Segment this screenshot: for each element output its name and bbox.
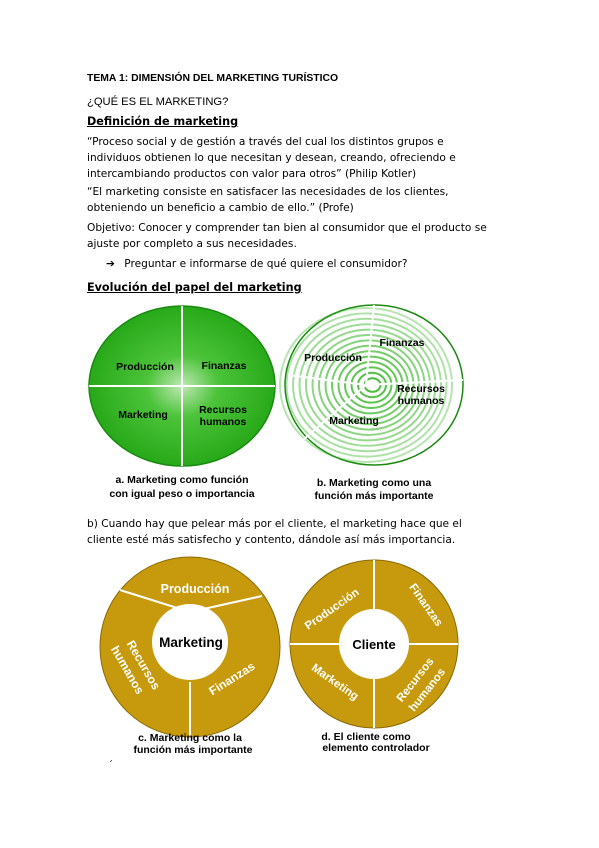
stripe-ring [318, 339, 420, 431]
label-finanzas: Finanzas [202, 360, 247, 372]
label-humanos: humanos [200, 416, 247, 428]
caption-c-line2: función más importante [133, 744, 252, 756]
text-line: “El marketing consiste en satisfacer las… [87, 186, 449, 198]
text-line: ajuste por completo a sus necesidades. [87, 238, 297, 251]
label-recursos: Recursos [397, 383, 445, 395]
heading-definition: Definición de marketing [87, 115, 239, 128]
definition-kotler: “Proceso social y de gestión a través de… [87, 134, 507, 183]
objective-paragraph: Objetivo: Conocer y comprender tan bien … [87, 220, 507, 252]
center-marketing: Marketing [159, 635, 223, 650]
stripe-ring [344, 361, 398, 409]
caption-d-line2: elemento controlador [322, 742, 429, 754]
caption-a-line1: a. Marketing como función [115, 474, 248, 486]
label-marketing: Marketing [118, 409, 168, 421]
text-line: b) Cuando hay que pelear más por el clie… [87, 518, 462, 530]
label-marketing: Marketing [329, 415, 379, 427]
diagram-a: Producción Finanzas Marketing Recursos h… [88, 305, 276, 500]
caption-b-line1: b. Marketing como una [317, 477, 432, 489]
arrow-icon: ➔ [106, 258, 115, 270]
label-produccion: Producción [116, 361, 174, 373]
label-produccion: Producción [304, 352, 362, 364]
diagram-b: Producción Finanzas Recursos humanos Mar… [279, 304, 464, 502]
heading-evolution: Evolución del papel del marketing [87, 281, 302, 294]
stripe-ring [305, 328, 431, 442]
stripe-ring [279, 307, 453, 463]
stripe-ring [292, 317, 442, 453]
caption-a-line2: con igual peso o importancia [109, 488, 254, 500]
stripe-ring [337, 355, 404, 415]
bullet-item: ➔ Preguntar e informarse de qué quiere e… [106, 258, 408, 270]
stray-mark: ´ [108, 760, 113, 771]
stripe-ring [298, 323, 437, 447]
diagram-c: Marketing Producción Recursos humanos Fi… [99, 556, 281, 756]
caption-d-line1: d. El cliente como [321, 731, 410, 743]
text-line: Objetivo: Conocer y comprender tan bien … [87, 222, 487, 234]
label-recursos: Recursos [199, 404, 247, 416]
label-finanzas: Finanzas [380, 337, 425, 349]
label-humanos: humanos [398, 395, 445, 407]
caption-c-line1: c. Marketing como la [138, 732, 242, 744]
caption-b-line2: función más importante [314, 490, 433, 502]
center-cliente: Cliente [352, 637, 395, 652]
stripe-ring [285, 312, 448, 458]
text-line: obteniendo un beneficio a cambio de ello… [87, 202, 354, 215]
text-line: individuos obtienen lo que necesitan y d… [87, 152, 456, 165]
stripe-ring [357, 371, 387, 399]
bullet-text: Preguntar e informarse de qué quiere el … [124, 258, 408, 270]
section-question: ¿QUÉ ES EL MARKETING? [87, 96, 229, 108]
paragraph-b: b) Cuando hay que pelear más por el clie… [87, 516, 507, 548]
stripe-ring [350, 366, 393, 404]
stripe-ring [311, 334, 426, 436]
text-line: “Proceso social y de gestión a través de… [87, 136, 444, 148]
label-produccion: Producción [161, 582, 230, 596]
text-line: cliente esté más satisfecho y contento, … [87, 534, 456, 547]
document-title: TEMA 1: DIMENSIÓN DEL MARKETING TURÍSTIC… [87, 73, 339, 84]
definition-profe: “El marketing consiste en satisfacer las… [87, 184, 507, 216]
text-line: intercambiando productos con valor para … [87, 168, 417, 181]
diagram-d: Cliente Producción Finanzas Marketing Re… [289, 559, 459, 754]
